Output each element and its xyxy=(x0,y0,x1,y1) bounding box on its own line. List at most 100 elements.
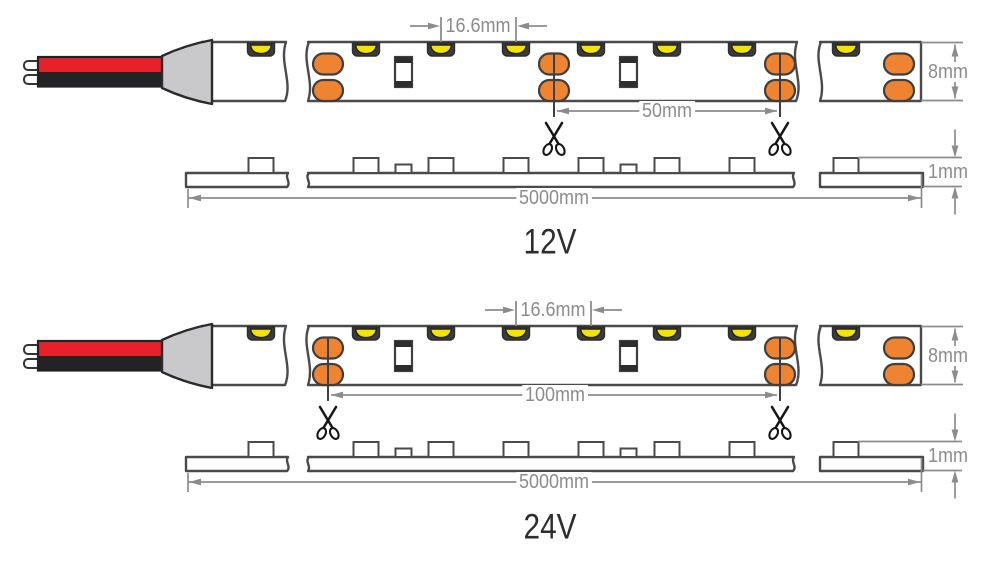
led-dome xyxy=(249,44,273,55)
resistor-cap xyxy=(620,341,637,347)
led-dome xyxy=(579,328,603,339)
strip-thickness-label-24v: 1mm xyxy=(925,446,971,466)
strip-segment-main xyxy=(305,324,800,387)
resistor-side-profile xyxy=(394,163,413,174)
pcb-side-segment xyxy=(184,455,290,473)
red-wire xyxy=(39,342,163,356)
led-side-profile xyxy=(502,441,530,458)
dimension-arrow xyxy=(189,194,201,202)
dimension-arrow xyxy=(592,306,604,314)
pitch-dimension-24v xyxy=(485,301,622,326)
resistor-cap xyxy=(395,365,412,371)
end-cap-connector xyxy=(160,38,214,106)
led-side-profile xyxy=(352,441,380,458)
reel-length-label-12v: 5000mm xyxy=(516,188,592,208)
pitch-dimension-label-12v: 16.6mm xyxy=(442,16,514,36)
led-side-profile xyxy=(427,157,455,174)
led-dome xyxy=(429,44,453,55)
resistor-side-profile xyxy=(394,447,413,458)
led-side-profile xyxy=(247,441,275,458)
led-dome xyxy=(354,44,378,55)
led-dome xyxy=(655,44,679,55)
dimension-arrow xyxy=(765,107,777,115)
led-side-profile xyxy=(653,441,681,458)
cut-length-label-12v: 50mm xyxy=(639,101,695,121)
led-side-profile xyxy=(502,157,530,174)
resistor-cap xyxy=(395,57,412,63)
diagram-12v xyxy=(23,17,963,215)
voltage-label-24v: 24V xyxy=(523,507,577,547)
dimension-arrow xyxy=(503,306,515,314)
dimension-arrow xyxy=(951,470,959,483)
led-dome xyxy=(429,328,453,339)
pcb-side-segment xyxy=(306,455,796,473)
dimension-arrow xyxy=(908,194,920,202)
dimension-arrow xyxy=(765,391,777,399)
dimension-arrow xyxy=(951,370,959,383)
resistor-cap xyxy=(395,341,412,347)
strip-top-view-24v xyxy=(200,324,923,387)
led-dome xyxy=(249,328,273,339)
led-side-profile xyxy=(247,157,275,174)
led-side-profile xyxy=(427,441,455,458)
dimension-arrow xyxy=(951,86,959,99)
dimension-arrow xyxy=(951,429,959,442)
power-wires-12v xyxy=(23,55,165,88)
scissors-icon xyxy=(316,405,340,440)
led-dome xyxy=(354,328,378,339)
strip-thickness-label-12v: 1mm xyxy=(925,162,971,182)
strip-segment-start xyxy=(200,40,289,103)
strip-segment-start xyxy=(200,324,289,387)
dimension-arrow xyxy=(331,391,343,399)
dimension-arrow xyxy=(951,145,959,158)
led-side-profile xyxy=(728,441,756,458)
black-wire xyxy=(39,356,163,370)
dimension-arrow xyxy=(189,478,201,486)
strip-top-view-12v xyxy=(200,40,923,103)
scissors-icon xyxy=(768,405,792,440)
solder-pad xyxy=(882,362,916,387)
led-side-profile xyxy=(577,441,605,458)
pcb-side-segment xyxy=(818,171,925,189)
thickness-dimension-12v xyxy=(858,129,962,215)
led-dome xyxy=(655,328,679,339)
width-dimension-12v xyxy=(921,41,963,102)
end-cap-connector xyxy=(160,322,214,390)
scissors-icon xyxy=(542,121,566,156)
resistor-cap xyxy=(620,81,637,87)
diagram-24v xyxy=(23,301,963,499)
led-dome xyxy=(504,328,528,339)
led-side-profile xyxy=(728,157,756,174)
solder-pad xyxy=(882,78,916,103)
solder-pad xyxy=(311,78,345,103)
pitch-dimension-12v xyxy=(410,17,547,42)
voltage-label-12v: 12V xyxy=(523,222,577,262)
dimension-arrow xyxy=(951,44,959,57)
led-dome xyxy=(730,328,754,339)
pcb-side-segment xyxy=(306,171,796,189)
solder-pad xyxy=(882,52,916,76)
led-side-profile xyxy=(653,157,681,174)
power-wires-24v xyxy=(23,339,165,372)
resistor-side-profile xyxy=(619,447,638,458)
reel-length-label-24v: 5000mm xyxy=(516,472,592,492)
strip-side-view-12v xyxy=(184,157,925,189)
black-wire xyxy=(39,72,163,86)
pcb-side-segment xyxy=(818,455,925,473)
resistor-side-profile xyxy=(619,163,638,174)
resistor-cap xyxy=(620,365,637,371)
thickness-dimension-24v xyxy=(858,413,962,499)
scissors-icon xyxy=(768,121,792,156)
dimension-arrow xyxy=(951,328,959,341)
pitch-dimension-label-24v: 16.6mm xyxy=(517,300,589,320)
led-dome xyxy=(834,328,858,339)
led-side-profile xyxy=(832,441,860,458)
led-side-profile xyxy=(577,157,605,174)
led-side-profile xyxy=(832,157,860,174)
solder-pad xyxy=(311,52,345,76)
strip-width-label-24v: 8mm xyxy=(925,346,971,366)
led-dome xyxy=(504,44,528,55)
resistor-cap xyxy=(395,81,412,87)
led-dome xyxy=(834,44,858,55)
